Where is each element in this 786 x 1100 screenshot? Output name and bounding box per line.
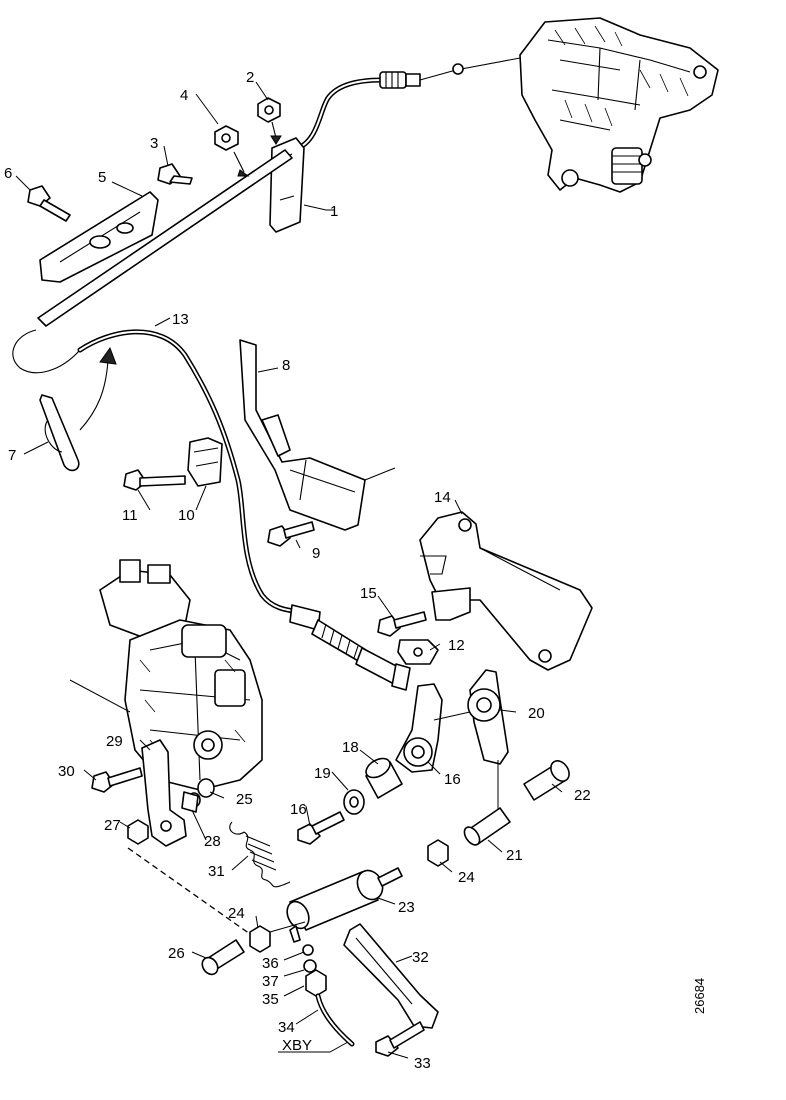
bolt-33: [375, 1021, 425, 1057]
label-20: 20: [528, 705, 545, 722]
lever-20: [467, 669, 509, 810]
rod-end-21: [463, 807, 511, 846]
label-25: 25: [236, 791, 253, 808]
bolt-16: [297, 811, 345, 845]
linkage-rod: [269, 921, 306, 933]
label-28: 28: [204, 833, 221, 850]
label-21: 21: [506, 847, 523, 864]
lever-32: [343, 923, 439, 1029]
label-18: 18: [342, 739, 359, 756]
label-3: 3: [150, 135, 158, 152]
label-9: 9: [312, 545, 320, 562]
label-8: 8: [282, 357, 290, 374]
nut-2: [257, 97, 282, 145]
label-33: 33: [414, 1055, 431, 1072]
nut-24-left: [249, 925, 271, 953]
bracket-14: [419, 511, 593, 671]
cable-slack-loop: [12, 329, 81, 374]
callout-labels: 1 2 3 4 5 6 7 8 9 10 11 12 13 14 15 16 1…: [4, 69, 707, 1072]
label-36: 36: [262, 955, 279, 972]
label-16-bolt: 16: [290, 801, 307, 818]
accelerator-cable-13: [77, 329, 411, 691]
clip-12: [397, 639, 439, 665]
label-4: 4: [180, 87, 188, 104]
pedal-assembly: [519, 17, 719, 193]
label-34: 34: [278, 1019, 295, 1036]
label-31: 31: [208, 863, 225, 880]
label-29: 29: [106, 733, 123, 750]
linkage-rod-dashed: [127, 847, 251, 935]
label-30: 30: [58, 763, 75, 780]
label-22: 22: [574, 787, 591, 804]
hose-34: [315, 993, 355, 1047]
label-5: 5: [98, 169, 106, 186]
label-23: 23: [398, 899, 415, 916]
label-27: 27: [104, 817, 121, 834]
washer-19: [343, 789, 365, 815]
bolt-11: [123, 469, 186, 491]
label-13: 13: [172, 311, 189, 328]
bolt-3: [157, 163, 193, 185]
leader-lines: [15, 81, 563, 1059]
xby-underline: [278, 1041, 349, 1053]
label-16-lever: 16: [444, 771, 461, 788]
label-2: 2: [246, 69, 254, 86]
lever-16: [395, 683, 471, 773]
bracket-1: [37, 137, 305, 327]
nut-27: [127, 819, 149, 845]
label-24-left: 24: [228, 905, 245, 922]
shaft-23: [286, 867, 403, 943]
label-6: 6: [4, 165, 12, 182]
bolt-15: [377, 611, 427, 637]
variant-label: XBY: [282, 1037, 312, 1054]
label-11: 11: [122, 507, 138, 524]
bolt-30: [91, 767, 143, 793]
label-24-right: 24: [458, 869, 475, 886]
nut-24-right: [427, 839, 449, 867]
parts-35-36-37: [302, 944, 327, 997]
label-26: 26: [168, 945, 185, 962]
bracket-8: [239, 339, 396, 531]
label-14: 14: [434, 489, 451, 506]
bolt-6: [27, 185, 71, 222]
spring-31: [229, 821, 291, 888]
label-7: 7: [8, 447, 16, 464]
nut-4: [214, 125, 250, 177]
bracket-5: [39, 191, 159, 283]
label-1: 1: [330, 203, 338, 220]
figure-reference: 26684: [692, 978, 707, 1014]
label-32: 32: [412, 949, 429, 966]
label-35: 35: [262, 991, 279, 1008]
label-37: 37: [262, 973, 279, 990]
cable-tie-7: [39, 346, 117, 472]
bracket-10: [187, 437, 223, 487]
label-15: 15: [360, 585, 377, 602]
bolt-9: [267, 521, 315, 547]
label-10: 10: [178, 507, 195, 524]
label-12: 12: [448, 637, 465, 654]
label-19: 19: [314, 765, 331, 782]
pin-22: [523, 760, 570, 801]
rod-end-26: [201, 939, 245, 976]
accelerator-cable-upper: [295, 57, 521, 151]
bushing-18: [365, 757, 403, 799]
bracket-29: [141, 739, 187, 847]
